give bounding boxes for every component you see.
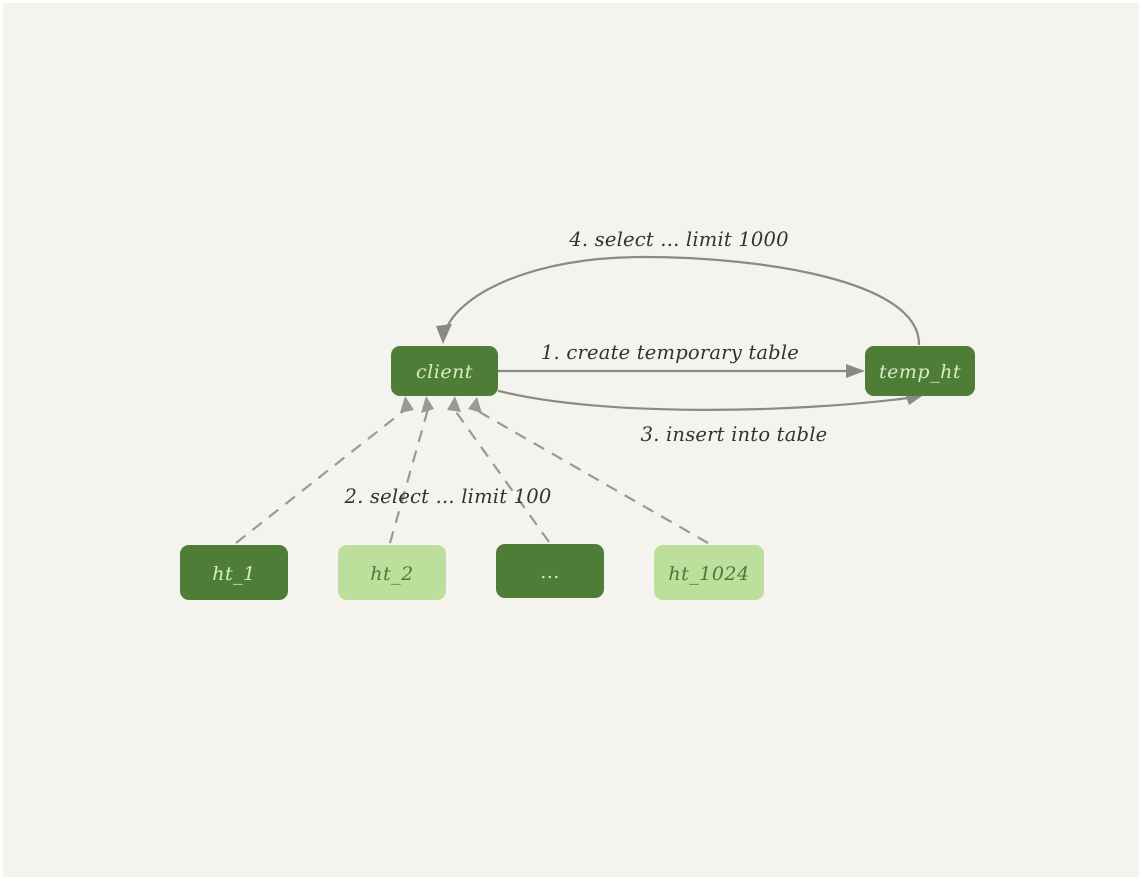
edge-group-insert-into-table (497, 389, 925, 411)
edge-dashed-ht-1 (235, 408, 407, 544)
node-ht-1024-box[interactable] (654, 545, 764, 600)
edge-line-insert-into-table (497, 389, 910, 411)
edge-label-select-limit-100: 2. select ... limit 100 (344, 485, 552, 508)
node-ht-1[interactable]: ht_1 (180, 545, 288, 600)
node-temp-ht-label: temp_ht (879, 361, 961, 383)
node-temp-ht-box[interactable] (865, 346, 975, 396)
edge-group-create-temp-table (496, 364, 865, 378)
arrowhead-select-limit-1000 (436, 324, 452, 344)
node-ellipsis-label: ... (540, 561, 560, 583)
node-temp-ht[interactable]: temp_ht (865, 346, 975, 396)
edge-group-select-limit-1000 (436, 255, 921, 346)
node-ht-1-label: ht_1 (212, 563, 255, 585)
arrowhead-create-temp-table (846, 364, 865, 378)
arrowhead-ht-1 (400, 396, 414, 413)
edge-line-select-limit-1000 (445, 255, 921, 346)
node-client-box[interactable] (391, 346, 498, 396)
node-ht-1024-label: ht_1024 (668, 563, 749, 585)
edge-group-chunk-queries (235, 396, 709, 544)
node-ht-2-label: ht_2 (370, 563, 413, 585)
edge-label-create-temp-table: 1. create temporary table (541, 341, 799, 364)
edge-dashed-ellipsis (453, 408, 550, 543)
arrowhead-ht-2 (421, 396, 434, 413)
node-ht-2-box[interactable] (338, 545, 446, 600)
node-ellipsis-box[interactable] (496, 544, 604, 598)
arrowhead-ht-1024 (468, 397, 482, 413)
node-ht-2[interactable]: ht_2 (338, 545, 446, 600)
node-ht-1-box[interactable] (180, 545, 288, 600)
edge-dashed-ht-1024 (475, 409, 709, 544)
node-ellipsis[interactable]: ... (496, 544, 604, 598)
edge-label-insert-into-table: 3. insert into table (641, 423, 828, 446)
diagram-svg: client temp_ht ht_1 ht_2 ... ht_1024 1. … (180, 228, 975, 600)
node-ht-1024[interactable]: ht_1024 (654, 545, 764, 600)
edge-label-select-limit-1000: 4. select ... limit 1000 (568, 228, 789, 251)
node-client-label: client (416, 361, 473, 383)
arrowhead-ellipsis (447, 396, 461, 412)
edge-dashed-ht-2 (388, 408, 430, 544)
node-client[interactable]: client (391, 346, 498, 396)
